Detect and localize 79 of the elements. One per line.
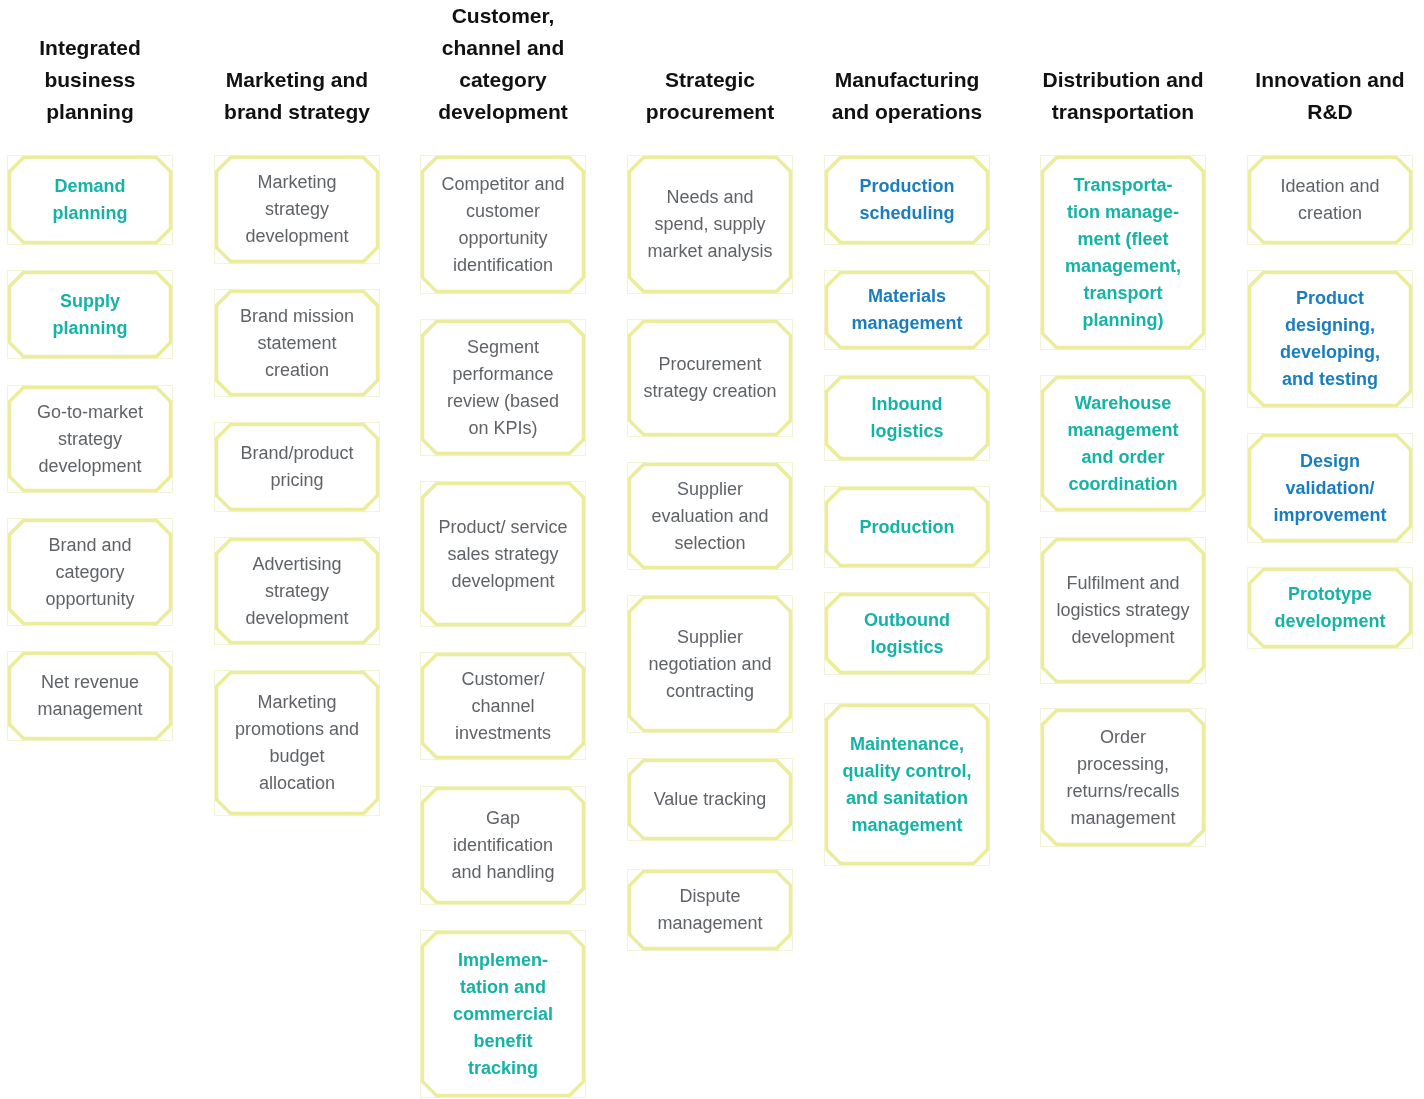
column-heading: Marketing and brand strategy (223, 67, 371, 125)
column-heading: Distribution and transportation (1041, 67, 1205, 125)
box-label: Materials management (850, 285, 964, 335)
process-box (824, 486, 990, 568)
process-box (420, 481, 586, 627)
box-label: Inbound logistics (869, 393, 945, 443)
box-label: Warehouse management and order coordination (1066, 391, 1180, 496)
process-box (7, 518, 173, 626)
process-box (214, 670, 380, 816)
box-label: Order processing, returns/recalls management (1065, 725, 1181, 830)
box-label: Production scheduling (858, 175, 956, 225)
box-label: Ideation and creation (1279, 175, 1381, 225)
box-label: Prototype development (1273, 583, 1387, 633)
box-label: Value tracking (652, 788, 768, 811)
process-box (1247, 433, 1413, 543)
process-box (7, 155, 173, 245)
process-box (824, 703, 990, 866)
box-label: Brand and category opportunity (44, 533, 136, 611)
process-box (420, 319, 586, 456)
process-box (824, 155, 990, 245)
box-label: Maintenance, quality control, and sanitation management (841, 732, 973, 837)
process-box (1247, 270, 1413, 408)
box-label: Net revenue management (36, 671, 144, 721)
process-box (214, 422, 380, 512)
box-label: Supplier negotiation and contracting (647, 625, 773, 703)
process-box (7, 385, 173, 493)
column-heading: Strategic procurement (644, 67, 776, 125)
process-box (824, 270, 990, 350)
process-box (1040, 375, 1206, 512)
box-label: Supplier evaluation and selection (650, 477, 770, 555)
column-heading: Customer, channel and category development (437, 3, 569, 125)
box-label: Product designing, developing, and testing (1279, 287, 1381, 391)
process-box (214, 155, 380, 264)
box-label: Marketing promotions and budget allocation (233, 691, 361, 795)
box-label: Brand mission statement creation (238, 304, 355, 382)
process-box (1040, 537, 1206, 684)
box-label: Needs and spend, supply market analysis (646, 186, 774, 263)
process-box (420, 786, 586, 905)
process-box (420, 652, 586, 760)
box-label: Implemen- tation and commercial benefit tracking (451, 948, 555, 1080)
process-box (214, 289, 380, 397)
process-box (627, 595, 793, 733)
process-box (1040, 708, 1206, 847)
box-label: Gap identification and handling (450, 807, 556, 884)
process-box (420, 930, 586, 1098)
box-label: Design validation/ improvement (1272, 449, 1388, 527)
box-label: Go-to-market strategy development (36, 400, 144, 478)
box-label: Production (858, 515, 956, 539)
box-label: Competitor and customer opportunity identification (440, 172, 566, 277)
column-heading: Innovation and R&D (1254, 67, 1406, 125)
process-box (627, 319, 793, 437)
box-label: Customer/ channel investments (453, 667, 552, 745)
box-label: Brand/product pricing (239, 442, 355, 492)
box-label: Dispute management (656, 885, 764, 935)
box-label: Demand planning (51, 175, 129, 225)
process-box (824, 375, 990, 461)
process-box (627, 869, 793, 951)
process-box (1247, 155, 1413, 245)
process-box (214, 537, 380, 645)
box-label: Supply planning (51, 289, 129, 340)
process-box (824, 592, 990, 675)
box-label: Fulfilment and logistics strategy development (1056, 572, 1190, 649)
box-label: Marketing strategy development (244, 171, 350, 248)
process-box (627, 462, 793, 570)
process-box (1040, 155, 1206, 350)
process-box (420, 155, 586, 294)
process-box (1247, 567, 1413, 649)
box-label: Advertising strategy development (244, 552, 350, 630)
box-label: Procurement strategy creation (643, 353, 777, 403)
box-label: Outbound logistics (863, 608, 951, 659)
column-heading: Manufacturing and operations (830, 67, 984, 125)
column-heading: Integrated business planning (38, 35, 142, 125)
box-label: Segment performance review (based on KPIs) (445, 335, 561, 440)
process-box (627, 758, 793, 841)
box-label: Transporta- tion manage- ment (fleet management, transport planning) (1063, 173, 1182, 332)
process-box (7, 651, 173, 741)
process-box (7, 270, 173, 359)
box-label: Product/ service sales strategy development (437, 515, 569, 593)
process-box (627, 155, 793, 294)
